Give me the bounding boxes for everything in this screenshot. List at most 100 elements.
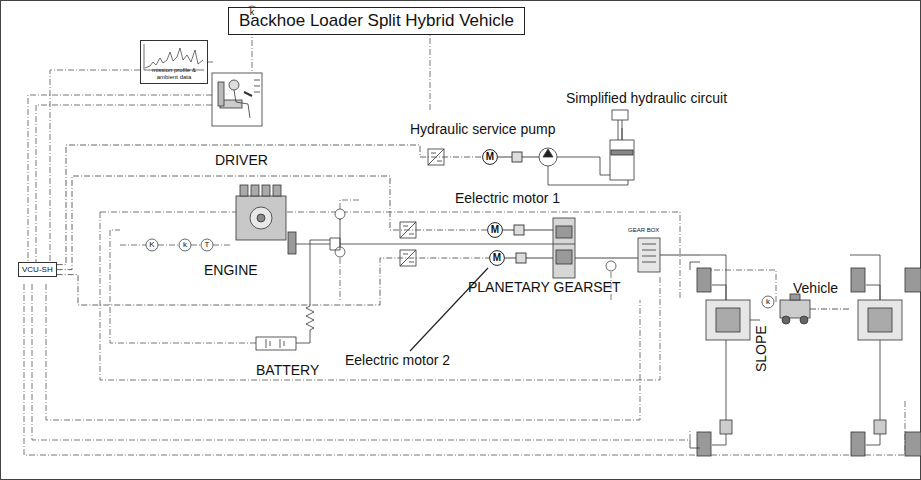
hydraulic-cylinder (611, 150, 633, 155)
part-name: ENGINE (204, 262, 258, 278)
engine-symbol (250, 207, 272, 229)
motor-circle: M (489, 250, 505, 266)
battery-symbol (256, 240, 330, 350)
shaft (498, 152, 700, 263)
hydraulic-pump (618, 120, 622, 140)
axle-assembly (874, 420, 886, 434)
axle-assembly (851, 432, 865, 456)
mission-profile-chart (144, 44, 204, 70)
engine-symbol (288, 232, 296, 254)
shaft (516, 253, 526, 263)
part-name: Hydraulic service pump (410, 121, 556, 137)
battery-symbol (266, 339, 284, 348)
planetary-gearset (553, 218, 575, 278)
axle-assembly (866, 285, 880, 445)
axle-assembly (706, 300, 750, 340)
axle-assembly (690, 255, 921, 456)
sensor-symbol: k (183, 241, 187, 249)
hydraulic-cylinder (610, 140, 634, 180)
driver-icon (218, 82, 224, 106)
circle-outline (488, 223, 503, 238)
signal-connector (57, 258, 489, 305)
sensor-circle (201, 239, 213, 251)
gearbox (638, 238, 660, 272)
battery-symbol (256, 337, 296, 350)
driver-icon (212, 73, 262, 126)
title-box: Backhoe Loader Split Hybrid Vehicle (228, 7, 525, 35)
sensor-circle (146, 6, 774, 308)
circle-outline (490, 251, 505, 266)
mission-profile-chart (144, 44, 204, 70)
sensor-circle (146, 239, 158, 251)
node-text: M (491, 225, 499, 235)
shaft (503, 230, 553, 231)
signal-connector (57, 145, 482, 265)
part-name: Eelectric motor 2 (345, 352, 450, 368)
sensor-circle (606, 261, 616, 271)
axle-assembly (905, 268, 921, 292)
planetary-gearset (553, 218, 575, 278)
vehicle-icon (800, 316, 808, 324)
driver-icon (244, 92, 252, 96)
vehicle-icon (780, 300, 810, 318)
motor-circle: M (487, 222, 503, 238)
part-name: PLANETARY GEARSET (468, 279, 621, 295)
sensor-circle (179, 239, 191, 251)
data-source-box: mission profile & ambient data (140, 40, 208, 84)
signal-wire (191, 245, 201, 246)
axle-assembly (850, 255, 880, 300)
hydraulic-cylinder (610, 128, 634, 180)
title-text: Backhoe Loader Split Hybrid Vehicle (239, 11, 514, 31)
signal-wire (100, 212, 660, 380)
driver-icon (229, 80, 239, 90)
signal-wire (340, 258, 341, 300)
axle-assembly (716, 308, 740, 332)
part-name: Eelectric motor 1 (455, 190, 560, 206)
axle-assembly (858, 300, 902, 340)
node-text: mission profile & ambient data (144, 67, 204, 81)
driver-icon (254, 80, 260, 92)
signal-wire (120, 245, 146, 246)
shaft (575, 255, 700, 258)
mission-profile-chart (145, 48, 203, 68)
slope-label: SLOPE (753, 325, 769, 372)
sensor-symbol: k (250, 8, 255, 17)
engine-symbol (251, 185, 259, 196)
signal-wire (207, 62, 214, 63)
gearbox (642, 244, 656, 262)
axle-assembly (690, 262, 700, 448)
part-name: Vehicle (793, 280, 838, 296)
gearbox (638, 238, 660, 272)
motor-circle: M (482, 149, 498, 165)
signal-wire (46, 284, 640, 420)
engine-symbol (296, 238, 553, 250)
hydraulic-pump (539, 148, 557, 166)
hydraulic-pump (543, 149, 553, 157)
shaft (514, 225, 524, 235)
vehicle-icon (782, 316, 790, 324)
part-name: BATTERY (256, 362, 319, 378)
engine-symbol (340, 219, 341, 247)
engine-symbol (257, 214, 265, 222)
part-name: Simplified hydraulic circuit (566, 90, 727, 106)
engine-symbol (240, 185, 248, 196)
power-converter (400, 149, 444, 266)
axle-assembly (750, 320, 760, 321)
hydraulic-pump (612, 110, 628, 120)
sensor-symbol: K (149, 241, 154, 249)
vehicle-icon (810, 309, 850, 310)
signal-wire (36, 105, 212, 262)
engine-symbol (273, 185, 281, 196)
planetary-gearset (553, 244, 575, 245)
signal-wire (110, 230, 256, 343)
node-text: VCU-SH (22, 265, 53, 274)
signal-wire (50, 70, 140, 262)
node-text: M (486, 152, 494, 162)
shaft (512, 152, 522, 162)
part-name: GEAR BOX (628, 227, 659, 234)
part-name: DRIVER (215, 152, 268, 168)
shaft (505, 258, 553, 259)
signal-wire (213, 245, 232, 246)
axle-assembly (851, 268, 865, 292)
